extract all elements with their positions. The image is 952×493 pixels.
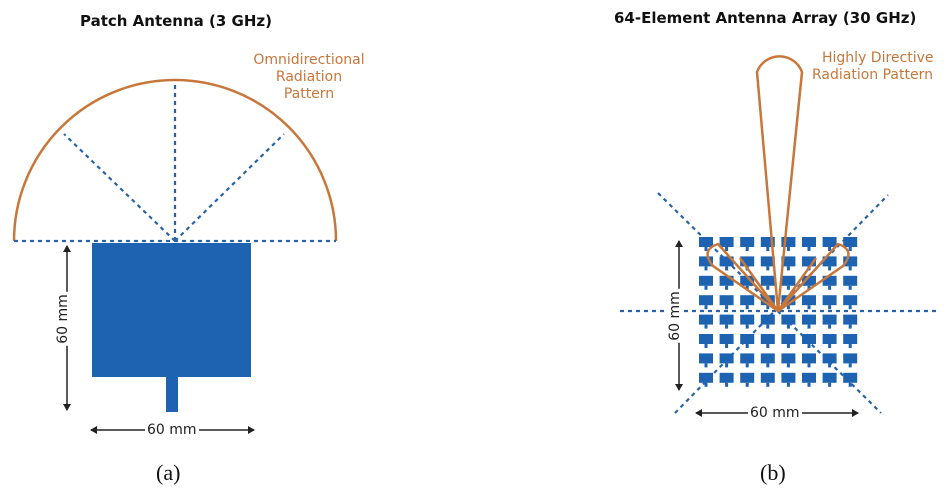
panel-b-caption: (b) [760, 460, 786, 485]
panel-b-drawing [620, 55, 940, 417]
antenna-element [740, 353, 755, 368]
antenna-element [699, 237, 713, 251]
antenna-element [760, 334, 775, 348]
panel-a-pattern-label: Omnidirectional Radiation Pattern [244, 52, 374, 103]
antenna-element [760, 237, 775, 251]
antenna-element [781, 314, 796, 329]
antenna-element [802, 372, 816, 387]
panel-a-drawing [12, 78, 338, 434]
antenna-element [740, 295, 755, 310]
antenna-element [740, 334, 755, 348]
patch-antenna-body [92, 243, 251, 377]
side-lobe-right-inner [776, 257, 818, 312]
panel-b-width-label: 60 mm [748, 405, 802, 421]
side-lobe-right [777, 242, 850, 313]
panel-a-caption: (a) [156, 460, 181, 485]
antenna-element [719, 334, 734, 348]
side-lobe-left-inner [738, 257, 780, 312]
pattern-label-line: Radiation [275, 69, 343, 85]
panel-b-pattern-label: Highly Directive Radiation Pattern [812, 50, 952, 84]
antenna-element [822, 295, 837, 310]
antenna-element [843, 334, 858, 348]
antenna-element [822, 372, 837, 387]
antenna-element [843, 372, 858, 387]
antenna-element [822, 334, 837, 348]
patch-feed-line [166, 377, 178, 412]
antenna-element [802, 237, 816, 251]
side-lobe-left [706, 242, 779, 313]
antenna-element [760, 314, 775, 329]
antenna-element [802, 314, 816, 329]
antenna-element [781, 256, 796, 271]
pattern-label-line: Highly Directive [822, 50, 934, 66]
antenna-element [802, 353, 816, 368]
omnidirectional-pattern-arc [12, 78, 338, 242]
antenna-element [719, 275, 734, 290]
antenna-element [740, 314, 755, 329]
antenna-element [822, 256, 837, 271]
antenna-element [740, 372, 755, 387]
antenna-element [760, 275, 775, 290]
antenna-element [802, 334, 816, 348]
antenna-element [843, 353, 858, 368]
antenna-element [699, 256, 713, 271]
antenna-element [843, 275, 858, 290]
antenna-element [719, 314, 734, 329]
antenna-element [699, 334, 713, 348]
antenna-element [699, 295, 713, 310]
antenna-element [781, 237, 796, 251]
antenna-element [802, 295, 816, 310]
antenna-element [719, 353, 734, 368]
antenna-element [781, 334, 796, 348]
antenna-element [719, 372, 734, 387]
panel-a-title: Patch Antenna (3 GHz) [80, 12, 272, 30]
panel-b-title: 64-Element Antenna Array (30 GHz) [614, 9, 917, 27]
antenna-element [843, 237, 858, 251]
main-lobe-pattern [755, 55, 804, 313]
panel-b-height-label: 60 mm [666, 289, 683, 343]
pattern-label-line: Radiation Pattern [812, 67, 933, 83]
antenna-element [740, 237, 755, 251]
antenna-element [822, 314, 837, 329]
pattern-label-line: Omnidirectional [253, 52, 365, 68]
antenna-element [822, 275, 837, 290]
antenna-element [760, 256, 775, 271]
pattern-ray-right [174, 133, 285, 242]
antenna-element [719, 256, 734, 271]
antenna-element [822, 237, 837, 251]
antenna-element [781, 275, 796, 290]
antenna-element [699, 372, 713, 387]
panel-a-height-label: 60 mm [54, 292, 71, 346]
antenna-element [843, 256, 858, 271]
antenna-element [699, 275, 713, 290]
antenna-element [719, 295, 734, 310]
antenna-element [760, 353, 775, 368]
antenna-element [740, 275, 755, 290]
antenna-element [760, 372, 775, 387]
antenna-element [781, 372, 796, 387]
antenna-element [699, 314, 713, 329]
antenna-element [781, 353, 796, 368]
antenna-element [843, 295, 858, 310]
antenna-element [719, 237, 734, 251]
antenna-element [699, 353, 713, 368]
antenna-element [843, 314, 858, 329]
pattern-ray-left [63, 133, 176, 242]
pattern-label-line: Pattern [283, 86, 335, 102]
antenna-element [822, 353, 837, 368]
panel-a-width-label: 60 mm [145, 422, 199, 438]
antenna-element [802, 275, 816, 290]
